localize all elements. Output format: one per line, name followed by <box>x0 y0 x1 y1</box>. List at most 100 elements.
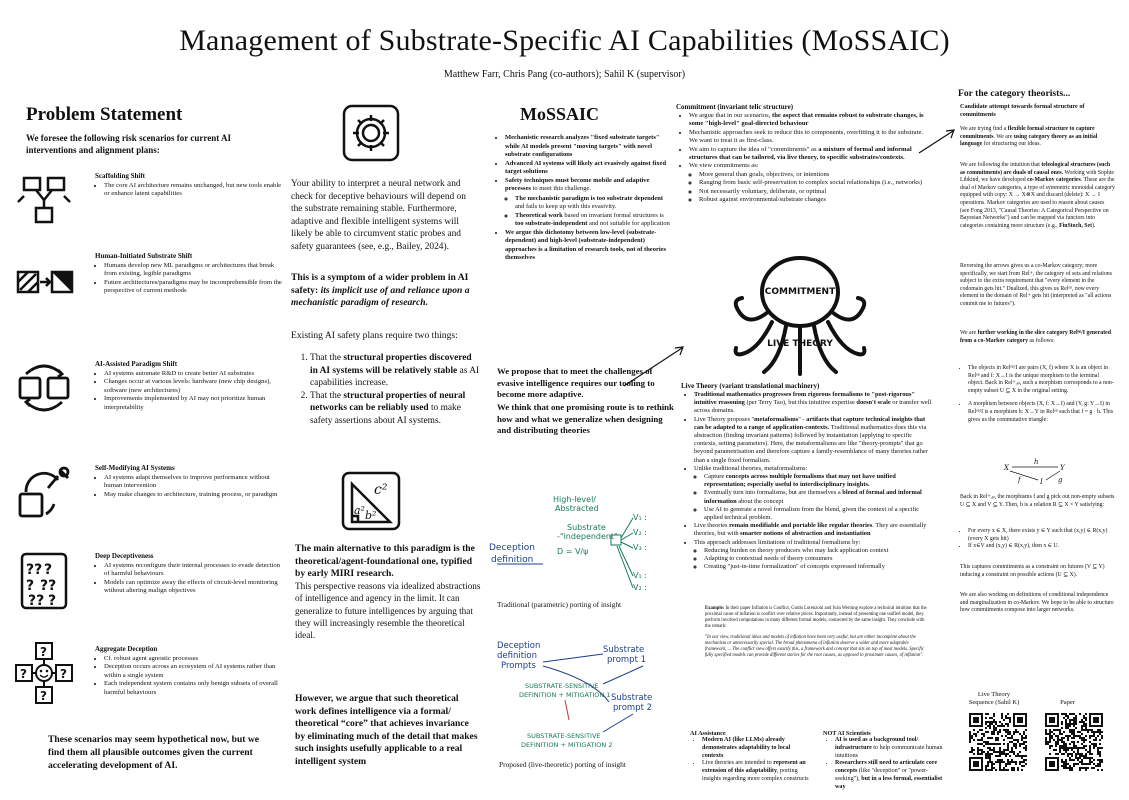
svg-text:?: ? <box>20 667 27 681</box>
ns-item: AI is used as a background tool/ infrast… <box>835 737 951 760</box>
svg-text:V₁ :: V₁ : <box>633 571 647 580</box>
lt-b2c: " - <box>798 415 807 423</box>
scenario-item: Changes occur at various levels: hardwar… <box>104 378 285 395</box>
mossaic-item: Mechanistic research analyzes "fixed sub… <box>505 134 673 160</box>
req-text: to make safety assertions about AI syste… <box>310 403 461 426</box>
not-scientists-list: AI is used as a background tool/ infrast… <box>826 737 951 792</box>
svg-text:V₂ :: V₂ : <box>633 528 647 537</box>
mossaic-item: Safety techniques must become mobile and… <box>505 177 673 229</box>
mossaic-b1: Mechanistic research analyzes "fixed sub… <box>505 134 660 158</box>
qr-code-paper[interactable] <box>1045 713 1103 771</box>
commitment-subitem: Robust against environmental/substrate c… <box>699 196 932 204</box>
lt-b2b: metaformalisms <box>754 415 799 423</box>
cat-p1d: using category theory as an initial lang… <box>960 133 1098 148</box>
tri-c: c² <box>374 482 388 498</box>
sk1-def2: definition <box>491 555 533 565</box>
lt-b2a: Live Theory proposes " <box>694 415 755 423</box>
diag-g: g <box>1058 476 1063 484</box>
lt-item: This approach addresses limitations of t… <box>694 539 934 572</box>
cat-p2c: Working with Sophie Libkind, we have dev… <box>960 169 1114 184</box>
lt-b4a: Live theories <box>694 522 730 530</box>
arrow-icon <box>623 346 684 387</box>
svg-text:?: ? <box>44 562 52 578</box>
sk2-s1: SUBSTRATE-SENSITIVE <box>525 682 599 690</box>
sk1-sub1: Substrate <box>567 523 606 532</box>
middle-paragraph-1: Your ability to interpret a neural netwo… <box>291 179 466 252</box>
live-caption: Proposed (live-theoretic) porting of ins… <box>499 760 626 769</box>
lt-subitem: Capture concepts across multiple formali… <box>704 473 934 489</box>
requirements-list: That the structural properties discovere… <box>291 352 481 427</box>
svg-text:?: ? <box>40 645 47 659</box>
sk2-p2b: prompt 2 <box>613 703 652 713</box>
lt-b3: Unlike traditional theories, metaformali… <box>694 464 808 472</box>
qr-label-1b: Sequence (Sahil K) <box>968 699 1020 706</box>
qr-label-paper: Paper <box>1060 699 1075 706</box>
req-text: as AI capabilities increase. <box>310 365 480 389</box>
scenario-title: Aggregate Deception <box>95 645 158 653</box>
cat-paragraph-3: Reversing the arrows gives us a co-Marko… <box>960 263 1112 307</box>
lt-b1a: Traditional mathematics progresses from … <box>694 391 915 407</box>
ns-b1a: AI is used as a background tool/ infrast… <box>835 737 919 751</box>
mossaic-b3a: Safety techniques must become mobile and… <box>505 176 650 193</box>
poster-authors: Matthew Farr, Chris Pang (co-authors); S… <box>443 69 686 80</box>
cat-paragraph-2: We are following the intuition that tele… <box>960 162 1115 229</box>
middle-paragraph-2: This is a symptom of a wider problem in … <box>291 272 477 310</box>
lt-b3s2b: blend of formal and informal information <box>704 489 922 505</box>
commitment-b1b: the aspect that remains robust to substr… <box>689 112 924 128</box>
cat-p1c: . We are <box>993 133 1014 140</box>
mossaic-b2: Advanced AI systems will likely act evas… <box>505 159 667 176</box>
svg-text:?: ? <box>60 667 67 681</box>
live-theory-list: Traditional mathematics progresses from … <box>686 391 934 571</box>
ai-b2a: Live theories are intended to <box>702 760 774 767</box>
cat-p4c: as follows: <box>1027 337 1055 344</box>
scenario-item: May make changes to architecture, traini… <box>104 491 285 500</box>
mossaic-b3s2c: too substrate-independent <box>515 220 588 227</box>
mossaic-heading: MoSSAIC <box>520 104 600 124</box>
cat-p4a: We are <box>960 330 978 336</box>
scenario-item: Future architectures/paradigms may be in… <box>104 279 285 296</box>
sk2-def2: definition <box>497 651 537 661</box>
svg-text:?: ? <box>48 593 56 609</box>
problem-intro: We foresee the following risk scenarios … <box>26 133 231 155</box>
lt-subitem: Creating "just-in-time formalization" of… <box>704 563 934 571</box>
traditional-caption: Traditional (parametric) porting of insi… <box>497 600 622 609</box>
mossaic-b3s1b: and fails to keep up with this evasivity… <box>515 203 617 210</box>
diag-f: f <box>1017 476 1022 484</box>
sk1-title2: Abstracted <box>555 504 599 513</box>
svg-text:??: ?? <box>40 578 56 594</box>
cat-paragraph-4: We are further working in the slice cate… <box>960 330 1115 345</box>
req-text: That the <box>310 390 344 401</box>
cat-paragraph-6: This captures commitments as a constrain… <box>960 564 1105 578</box>
cat-list-2: For every x ∈ X, there exists y ∈ Y such… <box>960 528 1115 551</box>
diag-i: I <box>1039 478 1043 486</box>
lt-b3s2c: about the concept <box>736 497 784 505</box>
diag-h: h <box>1034 458 1039 466</box>
self-modify-icon <box>18 466 70 518</box>
mossaic-subitem: The mechanistic paradigm is too substrat… <box>515 195 673 212</box>
mossaic-b3s1a: The mechanistic paradigm is too substrat… <box>515 194 664 202</box>
sk2-p1b: prompt 1 <box>607 655 646 665</box>
cat-item: The objects in Relᵒᵖ/I are pairs (X, f) … <box>968 365 1115 395</box>
ai-b1: Modern AI (like LLMs) already demonstrat… <box>702 737 791 759</box>
commitment-heading: Commitment (invariant telic structure) <box>676 103 794 111</box>
poster-title: Management of Substrate-Specific AI Capa… <box>179 24 950 57</box>
scaffolding-icon <box>17 176 71 224</box>
tri-a: a² <box>354 504 365 517</box>
traditional-porting-sketch: High-level/ Abstracted Substrate -"indep… <box>489 495 647 592</box>
cat-p4b: further working in the slice category Re… <box>960 330 1111 344</box>
sk2-s2: SUBSTRATE-SENSITIVE <box>527 732 601 740</box>
cat-p1b: flexible formal structure to capture com… <box>960 126 1095 140</box>
category-heading: For the category theorists... <box>958 88 1071 99</box>
lt-b1d: or transfer well across domains. <box>694 399 932 415</box>
middle-paragraph-5: This perspective reasons via idealized a… <box>295 581 481 641</box>
lt-item: Live Theory proposes "metaformalisms" - … <box>694 416 934 465</box>
mossaic-item: Advanced AI systems will likely act evas… <box>505 160 673 177</box>
lt-item: Traditional mathematics progresses from … <box>694 391 934 416</box>
octo-top-label: COMMITMENT <box>765 287 836 297</box>
qr-code-live-theory[interactable] <box>969 713 1027 771</box>
ai-item: Modern AI (like LLMs) already demonstrat… <box>702 737 813 760</box>
scenario-item: Humans develop new ML paradigms or archi… <box>104 262 285 279</box>
ns-b1b: to help communicate human intuitions <box>835 744 943 759</box>
commitment-b3b: a mixture of formal and informal structu… <box>689 145 912 162</box>
